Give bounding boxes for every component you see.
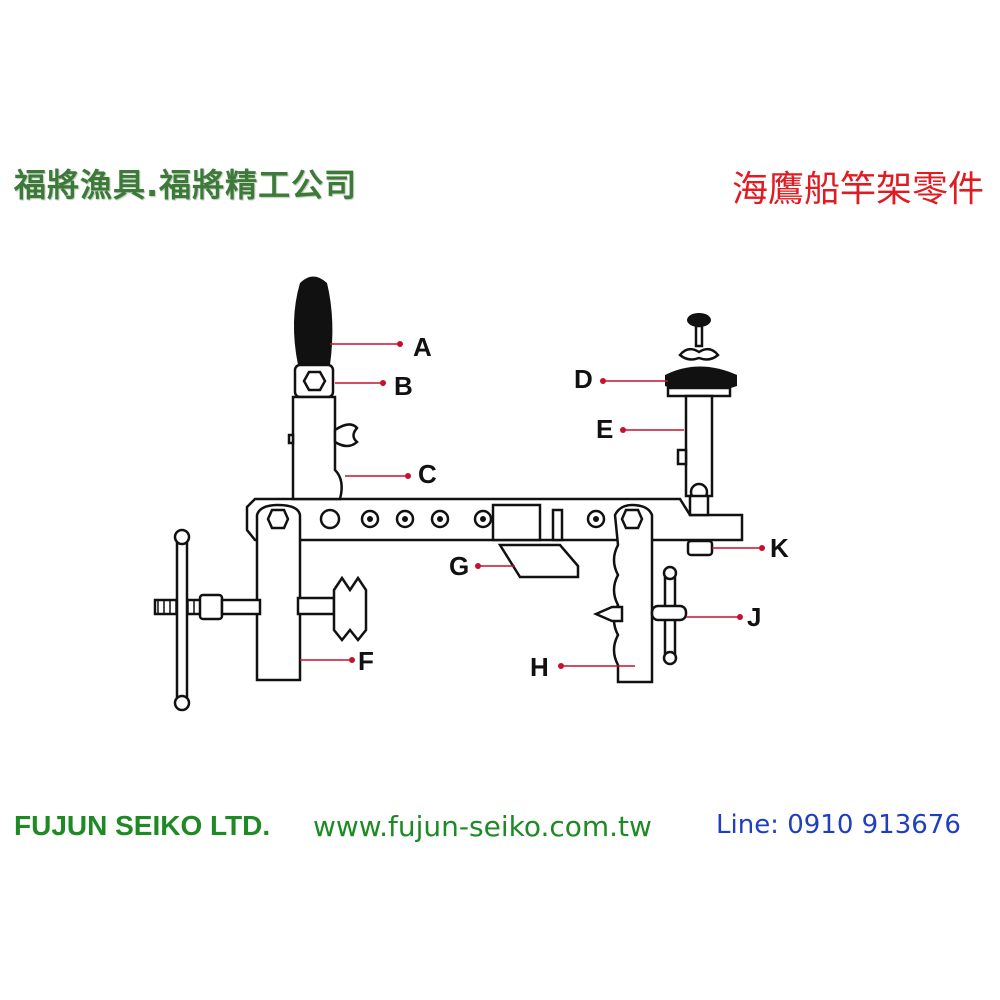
page-title-chinese: 海鷹船竿架零件 — [731, 169, 984, 210]
footer-website-link[interactable]: www.fujun-seiko.com.tw — [313, 810, 652, 843]
label-d: D — [574, 364, 593, 394]
footer-line-contact: Line: 0910 913676 — [716, 810, 961, 840]
footer: FUJUN SEIKO LTD. www.fujun-seiko.com.tw … — [0, 810, 1000, 850]
label-c: C — [418, 459, 437, 489]
part-f-clamp-plate — [255, 503, 368, 682]
part-h-clamp-plate — [592, 503, 654, 684]
part-e-support-tube — [676, 394, 714, 517]
part-k-nut — [686, 539, 714, 557]
part-j-screw-handle — [650, 565, 688, 666]
label-f: F — [358, 646, 374, 676]
footer-company-name: FUJUN SEIKO LTD. — [14, 810, 271, 841]
label-j: J — [747, 602, 761, 632]
part-b-hex-nut — [293, 363, 335, 399]
label-e: E — [596, 414, 613, 444]
part-c-vertical-post — [287, 395, 359, 501]
label-b: B — [394, 371, 413, 401]
label-h: H — [530, 652, 549, 682]
label-a: A — [413, 332, 432, 362]
part-g-bracket — [491, 503, 580, 579]
label-k: K — [770, 533, 789, 563]
company-name-chinese: 福將漁具.福將精工公司 — [14, 166, 358, 204]
leader-lines — [300, 341, 765, 669]
clamp-screw-handle — [153, 528, 262, 712]
label-g: G — [449, 551, 469, 581]
part-d-clamp-knob — [665, 313, 737, 398]
part-a-handle-knob — [293, 276, 333, 365]
